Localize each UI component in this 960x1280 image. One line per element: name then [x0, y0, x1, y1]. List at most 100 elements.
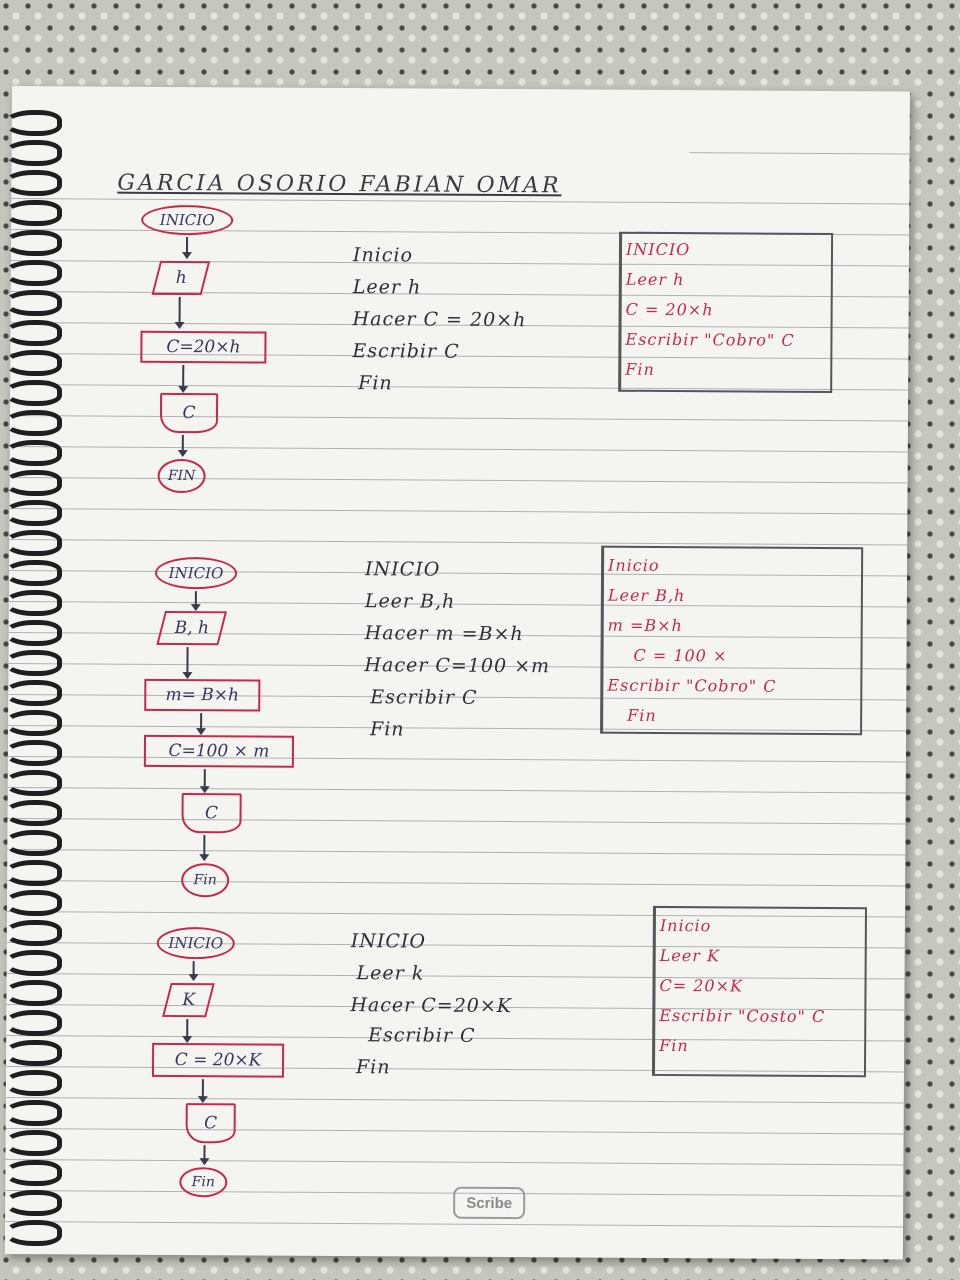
flow2-end-terminal: Fin: [181, 863, 230, 898]
binding-ring: [4, 440, 62, 466]
flow2-start-terminal: INICIO: [154, 556, 238, 590]
spiral-binding: [0, 110, 70, 1260]
pseudo3-line: Leer k: [356, 962, 425, 985]
binding-ring: [4, 230, 62, 256]
pseudo2-line: Leer B,h: [364, 590, 456, 613]
binding-ring: [4, 800, 62, 826]
ruled-line: [7, 755, 906, 763]
ruled-line: [5, 1127, 904, 1135]
table1-row: Leer h: [625, 269, 685, 290]
pseudo2-line: Fin: [370, 718, 405, 741]
ruled-line: [5, 1220, 904, 1228]
table3-row: Escribir "Costo" C: [659, 1005, 826, 1026]
binding-ring: [4, 620, 62, 646]
pseudo1-line: Escribir C: [352, 340, 460, 363]
flow1-input-label: h: [175, 268, 187, 289]
ruled-line: [11, 197, 910, 205]
flow2-arrow: [203, 769, 206, 792]
scribe-logo: Scribe: [453, 1186, 526, 1220]
flow1-arrow: [181, 435, 184, 456]
binding-ring: [4, 140, 62, 166]
ruled-line: [7, 817, 906, 825]
flow2-output-document: C: [181, 793, 242, 834]
binding-ring: [4, 560, 62, 586]
trace-table-3: Inicio Leer K C= 20×K Escribir "Costo" C…: [651, 905, 867, 1078]
ruled-line: [5, 1158, 904, 1166]
table1-row: C = 20×h: [625, 299, 714, 320]
table3-row: Leer K: [659, 945, 721, 966]
binding-ring: [4, 590, 62, 616]
flow2-process-area: m= B×h: [144, 678, 261, 712]
binding-ring: [4, 920, 62, 946]
table2-row: Inicio: [608, 555, 660, 575]
binding-ring: [4, 200, 62, 226]
table1-row: Fin: [625, 359, 655, 379]
pseudo1-line: Inicio: [352, 244, 414, 267]
table3-row: C= 20×K: [659, 975, 744, 996]
binding-ring: [4, 110, 62, 136]
binding-ring: [4, 1070, 62, 1096]
binding-ring: [4, 890, 62, 916]
binding-ring: [4, 380, 62, 406]
flow2-input: B, h: [156, 610, 228, 646]
pseudo3-line: Escribir C: [368, 1024, 476, 1047]
flow1-output-label: C: [182, 403, 196, 424]
header-rule: [689, 152, 910, 155]
flow2-arrow: [203, 835, 206, 860]
binding-ring: [4, 680, 62, 706]
binding-ring: [4, 1190, 62, 1216]
notebook-page: GARCIA OSORIO FABIAN OMAR INICIO h C=20×…: [4, 86, 910, 1260]
pseudo3-line: INICIO: [350, 930, 427, 953]
pseudo3-line: Fin: [355, 1056, 391, 1079]
flow3-arrow: [186, 1019, 189, 1042]
table2-row: Escribir "Cobro" C: [607, 675, 777, 696]
pseudo1-line: Hacer C = 20×h: [352, 308, 527, 332]
flow2-output-label: C: [204, 803, 219, 824]
table3-row: Inicio: [659, 915, 712, 936]
student-name: GARCIA OSORIO FABIAN OMAR: [117, 170, 562, 199]
table2-row: Leer B,h: [607, 585, 686, 606]
ruled-line: [7, 786, 906, 794]
binding-ring: [4, 260, 62, 286]
flow2-input-label: B, h: [174, 618, 209, 639]
flow1-start-terminal: INICIO: [141, 204, 234, 236]
pseudo2-line: INICIO: [364, 558, 441, 581]
flow3-output-document: C: [185, 1103, 236, 1144]
binding-ring: [4, 770, 62, 796]
pseudo1-line: Fin: [358, 372, 393, 395]
table1-row: Escribir "Cobro" C: [625, 329, 795, 350]
binding-ring: [4, 1160, 62, 1186]
binding-ring: [4, 830, 62, 856]
flow3-arrow: [201, 1079, 204, 1102]
binding-ring: [4, 350, 62, 376]
table2-row: m =B×h: [607, 615, 683, 636]
flow3-output-label: C: [204, 1113, 218, 1134]
table3-row: Fin: [659, 1035, 689, 1056]
binding-ring: [4, 1040, 62, 1066]
pseudo1-line: Leer h: [352, 276, 422, 299]
flow1-end-label: FIN: [167, 467, 196, 485]
flow2-process-cost: C=100 × m: [143, 734, 295, 768]
flow2-process-area-label: m= B×h: [165, 684, 240, 706]
flow1-process: C=20×h: [140, 330, 267, 364]
flow2-arrow: [194, 591, 197, 610]
flow2-process-cost-label: C=100 × m: [168, 740, 270, 762]
flow2-arrow: [200, 713, 203, 734]
flow1-arrow: [182, 365, 185, 392]
binding-ring: [4, 170, 62, 196]
ruled-line: [5, 1096, 904, 1104]
binding-ring: [4, 860, 62, 886]
binding-ring: [4, 290, 62, 316]
binding-ring: [4, 410, 62, 436]
flow2-arrow: [186, 647, 189, 678]
flow1-input: h: [151, 260, 211, 296]
binding-ring: [4, 500, 62, 526]
flow3-end-label: Fin: [191, 1174, 215, 1191]
binding-ring: [4, 470, 62, 496]
flow2-start-label: INICIO: [168, 563, 224, 583]
flow3-process-label: C = 20×K: [174, 1050, 262, 1071]
flow1-arrow: [185, 237, 189, 258]
binding-ring: [4, 1220, 62, 1246]
ruled-line: [9, 538, 908, 546]
ruled-line: [7, 848, 906, 856]
